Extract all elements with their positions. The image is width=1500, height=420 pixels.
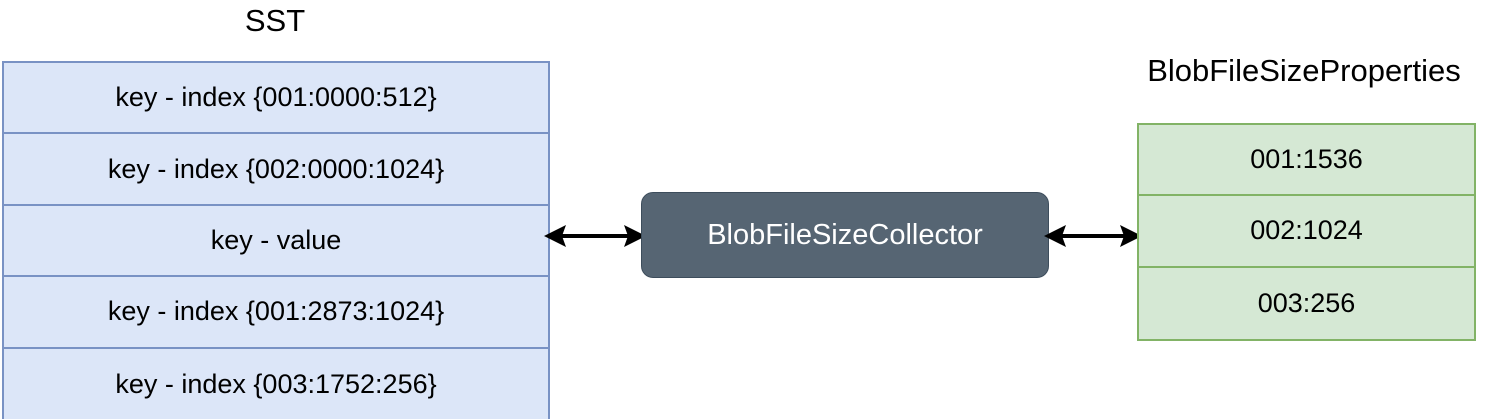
collector-label: BlobFileSizeCollector <box>707 218 983 251</box>
properties-row: 002:1024 <box>1139 196 1474 268</box>
sst-row: key - index {001:0000:512} <box>4 63 548 135</box>
properties-row: 003:256 <box>1257 287 1356 318</box>
sst-row: key - index {003:1752:256} <box>115 368 437 399</box>
blob-file-size-properties-table: 001:1536 002:1024 003:256 <box>1137 123 1476 341</box>
properties-row: 001:1536 <box>1139 125 1474 197</box>
blob-file-size-properties-title: BlobFileSizeProperties <box>1147 53 1461 88</box>
sst-row: key - index {001:2873:1024} <box>4 277 548 349</box>
sst-title: SST <box>244 3 306 38</box>
blob-file-size-collector-box[interactable]: BlobFileSizeCollector <box>641 192 1049 278</box>
sst-row: key - index {002:0000:1024} <box>4 134 548 206</box>
double-arrow-icon-sst-to-collector <box>544 225 646 247</box>
double-arrow-icon-collector-to-properties <box>1044 225 1142 247</box>
sst-row: key - value <box>4 206 548 278</box>
sst-table: key - index {001:0000:512} key - index {… <box>2 61 550 419</box>
